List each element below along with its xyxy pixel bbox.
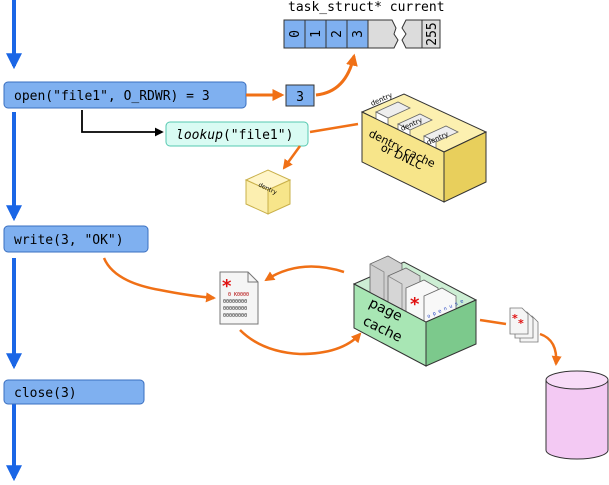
- file-line-2: 00000000: [223, 299, 247, 305]
- fd-cell-1: 1: [309, 30, 324, 38]
- fd-cell-0: 0: [288, 30, 303, 38]
- syscall-open-box: open("file1", O_RDWR) = 3: [3, 81, 247, 109]
- arrow-fd-to-table: [315, 53, 358, 97]
- fd-table: 0 1 2 3 255: [283, 19, 441, 49]
- file-line-4: 00000000: [223, 313, 247, 319]
- dirty-page-asterisk-icon: *: [518, 317, 524, 330]
- fd-cell-2: 2: [330, 30, 345, 38]
- arrow-file-to-cache: [239, 329, 362, 356]
- fd-value-box: 3: [285, 84, 315, 107]
- dirty-pages-stack: * *: [509, 307, 539, 343]
- syscall-write-label: write(3, "OK"): [14, 233, 124, 248]
- fd-table-label: task_struct* current: [288, 0, 445, 15]
- syscall-write-box: write(3, "OK"): [3, 225, 149, 253]
- lookup-fn: lookup: [176, 128, 223, 143]
- file-asterisk-icon: *: [222, 276, 232, 297]
- fd-cell-255: 255: [425, 22, 440, 45]
- file-line-1: 0 K0000: [228, 292, 249, 298]
- single-dentry-cube: dentry: [244, 169, 292, 215]
- svg-text:lookup("file1"): lookup("file1"): [176, 128, 293, 143]
- arrow-cache-to-lookup: [309, 122, 359, 134]
- syscall-open-label: open("file1", O_RDWR) = 3: [14, 89, 210, 104]
- dirty-asterisk-icon: *: [410, 294, 420, 315]
- syscall-close-label: close(3): [14, 386, 77, 401]
- arrow-lookup-to-dentry: [282, 145, 302, 170]
- syscall-close-box: close(3): [3, 379, 145, 405]
- arrow-write-to-file: [102, 257, 216, 303]
- fd-value-label: 3: [296, 90, 304, 105]
- file-line-3: 00000000: [223, 306, 247, 312]
- arrow-cache-to-dirty-pages: [479, 318, 507, 326]
- arrow-open-to-lookup: [81, 110, 164, 137]
- arrow-pages-to-disk: [539, 332, 562, 366]
- lookup-box: lookup("file1"): [165, 121, 309, 147]
- dentry-cache-box: dentry dentry dentry dentry cache or DNL…: [360, 91, 488, 203]
- lookup-arg: ("file1"): [223, 128, 293, 143]
- arrow-cache-to-file: [264, 265, 345, 282]
- disk-cylinder: [545, 370, 609, 460]
- file-document: * 0 K0000 00000000 00000000 00000000: [219, 271, 259, 325]
- page-cache-box: * o p e n u s e page cache: [352, 255, 478, 367]
- fd-cell-3: 3: [351, 30, 366, 38]
- dirty-page-asterisk-icon: *: [512, 312, 518, 325]
